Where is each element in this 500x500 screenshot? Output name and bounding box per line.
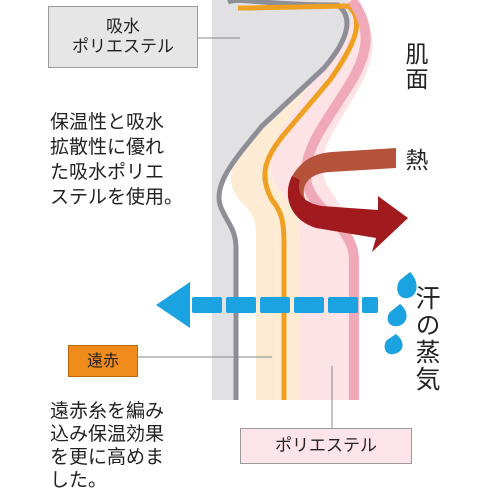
- heat-arrow-dark: [287, 176, 408, 252]
- absorbent-description: 保温性と吸水 拡散性に優れ た吸水ポリエ ステルを使用。: [50, 110, 210, 210]
- description-line: を更に高めま: [50, 446, 165, 468]
- sweat-droplets: [384, 272, 417, 355]
- vapor-arrow-dash: [362, 297, 378, 313]
- label-line: ポリエステル: [275, 435, 377, 456]
- heat-arrow-light: [288, 148, 396, 214]
- polyester-label: ポリエステル: [240, 428, 412, 464]
- skin-side-label: 肌面: [401, 42, 427, 92]
- heat-label: 熱: [401, 148, 427, 173]
- vapor-arrow-dash: [192, 297, 222, 313]
- description-line: した。: [50, 469, 108, 491]
- description-line: 遠赤糸を編み: [50, 400, 165, 422]
- absorbent-polyester-label: 吸水 ポリエステル: [48, 6, 198, 68]
- description-line: 保温性と吸水: [50, 111, 165, 133]
- vapor-arrow: [156, 282, 378, 328]
- description-line: 込み保温効果: [50, 423, 165, 445]
- vapor-arrow-head: [156, 282, 190, 328]
- description-line: た吸水ポリエ: [50, 161, 165, 183]
- absorbent-layer: [212, 0, 352, 400]
- enseki-description: 遠赤糸を編み 込み保温効果 を更に高めま した。: [50, 400, 250, 492]
- vapor-arrow-dash: [226, 297, 256, 313]
- vapor-arrow-dash: [294, 297, 324, 313]
- label-line: 吸水: [106, 16, 140, 37]
- label-line: 遠赤: [86, 351, 119, 371]
- droplet-icon: [387, 304, 407, 327]
- enseki-label: 遠赤: [68, 345, 138, 377]
- enseki-layer: [230, 0, 340, 400]
- droplet-icon: [384, 334, 403, 355]
- droplet-icon: [397, 272, 417, 299]
- vapor-arrow-dash: [328, 297, 358, 313]
- absorbent-layer-edge: [216, 0, 350, 400]
- label-line: ポリエステル: [72, 37, 174, 57]
- enseki-yarn-line: [237, 3, 360, 400]
- description-line: 拡散性に優れ: [50, 136, 165, 158]
- description-line: ステルを使用。: [50, 186, 184, 208]
- vapor-arrow-dash: [260, 297, 290, 313]
- sweat-vapor-label: 汗の蒸気: [412, 285, 441, 393]
